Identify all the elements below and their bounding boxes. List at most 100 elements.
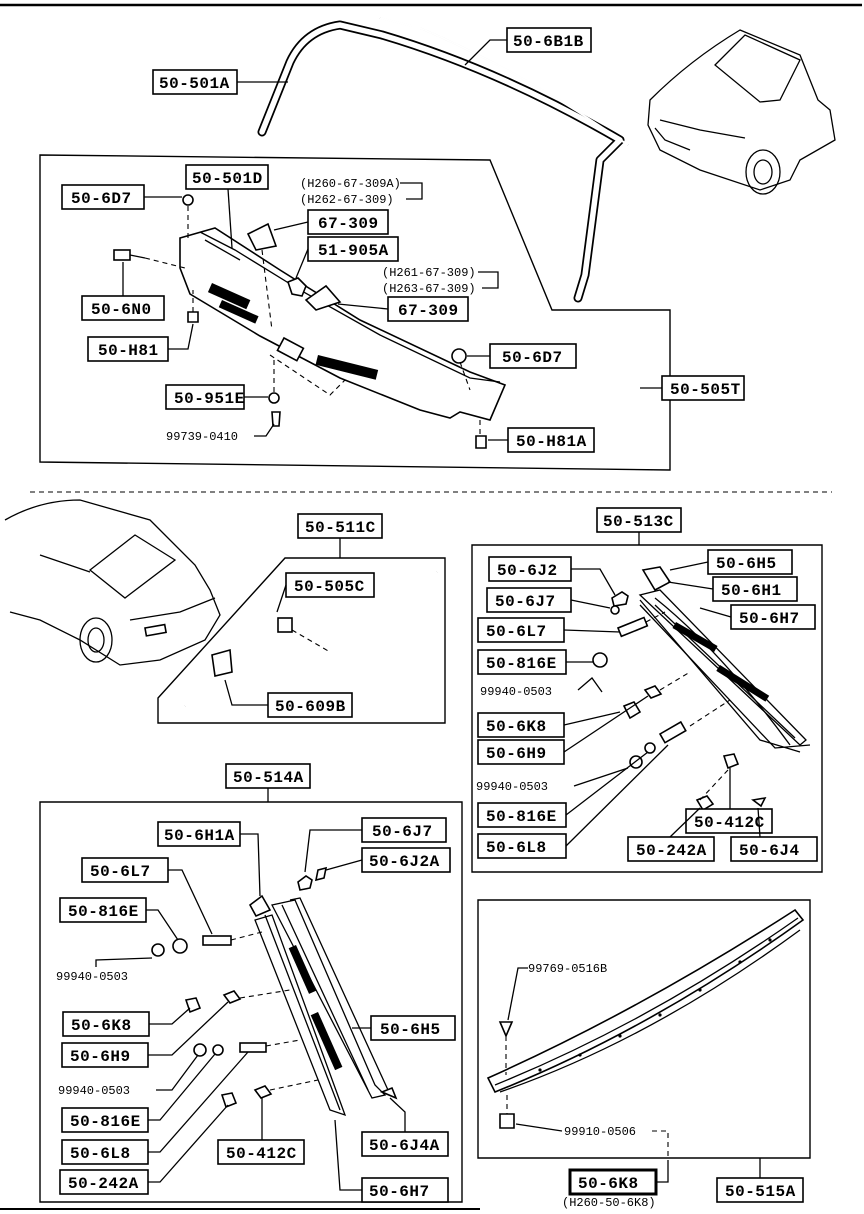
label-l-242A: 50-242A [59,1104,229,1195]
svg-text:99769-0516B: 99769-0516B [528,962,607,976]
panel-515A-frame [477,899,811,1159]
label-50-514A: 50-514A [225,763,311,802]
svg-text:(H260-67-309A): (H260-67-309A) [300,177,401,191]
car-sketch-rear [4,499,221,666]
cowl-assembly-frame [39,154,671,471]
label-50-501A: 50-501A [152,69,288,95]
svg-text:50-6D7: 50-6D7 [502,349,563,367]
weatherstrip-upper [379,17,629,146]
label-l-6J4A: 50-6J4A [361,1097,449,1157]
svg-text:50-6J4A: 50-6J4A [369,1137,440,1155]
label-r-816E-a: 50-816E [477,649,593,675]
label-b-99910: 99910-0506 [515,1123,669,1160]
svg-text:50-6H5: 50-6H5 [716,555,777,573]
left-fasteners [151,866,398,1109]
svg-text:50-515A: 50-515A [725,1183,796,1201]
label-l-99940-a: 99940-0503 [56,957,153,984]
svg-text:50-513C: 50-513C [603,513,674,531]
label-r-6K8: 50-6K8 [477,711,621,738]
label-r-6H7: 50-6H7 [699,604,816,630]
label-67-309-b: 67-309 [337,296,469,322]
molding-holes [538,938,772,1072]
label-50-6B1B: 50-6B1B [464,27,592,66]
label-r-242A: 50-242A [627,807,715,862]
label-l-6H7: 50-6H7 [334,1119,449,1203]
alt-partnos-309A: (H260-67-309A) (H262-67-309) [300,177,423,207]
label-l-6H9: 50-6H9 [61,1001,229,1068]
label-r-6H9: 50-6H9 [477,695,649,765]
svg-text:50-242A: 50-242A [68,1175,139,1193]
svg-text:50-242A: 50-242A [636,842,707,860]
svg-text:50-6L8: 50-6L8 [486,839,547,857]
svg-text:(H263-67-309): (H263-67-309) [382,282,476,296]
svg-text:50-501D: 50-501D [192,170,263,188]
svg-text:50-6H7: 50-6H7 [369,1183,430,1201]
label-50-H81A: 50-H81A [488,427,595,453]
label-l-6J7: 50-6J7 [304,817,447,873]
label-50-505T: 50-505T [661,375,745,401]
svg-text:50-514A: 50-514A [233,769,304,787]
label-50-6D7-right: 50-6D7 [467,343,577,369]
rear-molding-right [638,566,811,753]
bolt-6N0 [113,249,146,261]
svg-text:50-6J2: 50-6J2 [497,562,558,580]
washer-951E [268,392,280,404]
clip-99910 [499,1113,515,1129]
clip-H81A [475,435,487,449]
label-l-6L7: 50-6L7 [81,857,213,935]
clip-6D7-top [182,194,194,206]
cap-67-309-b [304,284,342,311]
svg-text:99940-0503: 99940-0503 [56,970,128,984]
clip-H81 [187,311,199,323]
roof-molding-515A [486,908,805,1094]
svg-text:(H260-50-6K8): (H260-50-6K8) [562,1196,656,1210]
label-b-6K8: 50-6K8 (H260-50-6K8) [562,1160,669,1210]
label-r-6J7: 50-6J7 [486,587,611,613]
svg-text:50-412C: 50-412C [694,814,765,832]
label-l-816E-b: 50-816E [61,1053,216,1133]
label-l-6H5: 50-6H5 [352,1015,456,1041]
svg-text:50-816E: 50-816E [68,903,139,921]
cowl-grille [179,227,507,421]
label-99739-0410: 99739-0410 [166,423,275,444]
label-51-905A: 51-905A [295,236,399,279]
svg-text:50-6J7: 50-6J7 [495,593,556,611]
right-dashed [645,611,731,801]
svg-text:50-6L8: 50-6L8 [70,1145,131,1163]
svg-text:50-501A: 50-501A [159,75,230,93]
svg-text:50-6L7: 50-6L7 [486,623,547,641]
screw-99769 [498,1021,514,1039]
svg-text:50-6H9: 50-6H9 [486,745,547,763]
svg-text:50-H81: 50-H81 [98,342,159,360]
label-r-6L7: 50-6L7 [477,617,621,643]
svg-text:50-6J7: 50-6J7 [372,823,433,841]
svg-text:50-6K8: 50-6K8 [486,718,547,736]
label-r-99940-b: 99940-0503 [476,767,629,794]
svg-text:50-6H1: 50-6H1 [721,582,782,600]
car-sketch-front [647,29,836,195]
svg-text:67-309: 67-309 [398,302,459,320]
svg-text:50-816E: 50-816E [486,808,557,826]
label-l-6L8: 50-6L8 [61,1051,249,1165]
drip-molding-505C [184,570,438,708]
svg-text:50-6B1B: 50-6B1B [513,33,584,51]
label-r-6J2: 50-6J2 [488,556,616,596]
svg-text:50-511C: 50-511C [305,519,376,537]
svg-text:99739-0410: 99739-0410 [166,430,238,444]
clip-6D7-right [451,348,467,364]
svg-text:(H262-67-309): (H262-67-309) [300,193,394,207]
svg-text:99940-0503: 99940-0503 [476,780,548,794]
rear-molding-left [248,894,389,1117]
windshield-molding-upper [257,20,625,303]
svg-text:(H261-67-309): (H261-67-309) [382,266,476,280]
cap-67-309-a [246,222,278,251]
svg-text:50-816E: 50-816E [486,655,557,673]
svg-text:50-6H9: 50-6H9 [70,1048,131,1066]
left-dashed [230,931,319,1091]
svg-text:50-6L7: 50-6L7 [90,863,151,881]
svg-text:50-951E: 50-951E [174,390,245,408]
svg-text:50-6N0: 50-6N0 [91,301,152,319]
label-b-515A: 50-515A [716,1158,804,1203]
label-50-6N0: 50-6N0 [81,262,165,321]
